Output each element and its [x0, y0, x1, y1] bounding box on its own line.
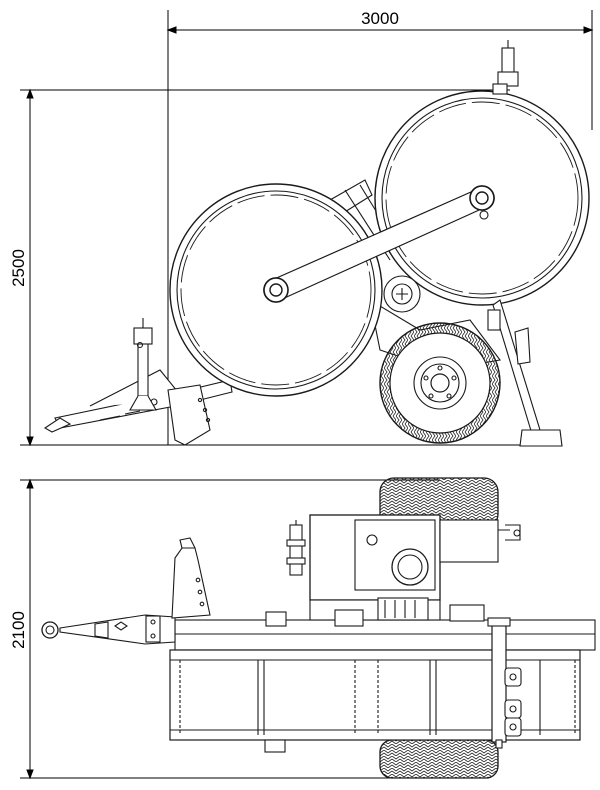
top-tyre-lower	[379, 739, 499, 779]
tow-bar	[43, 318, 233, 446]
drive-assembly	[265, 597, 485, 627]
side-cylinder	[487, 617, 522, 749]
side-view	[43, 40, 590, 447]
hydraulic-block	[286, 520, 306, 576]
dimension-length-label: 3000	[361, 9, 399, 28]
dimension-height-label: 2500	[9, 249, 28, 287]
top-view	[41, 477, 596, 779]
rear-stand	[487, 299, 563, 447]
gearbox-housing	[309, 514, 521, 601]
dimension-2100	[20, 478, 440, 780]
wheel	[379, 322, 501, 444]
link-arm	[263, 185, 495, 303]
dimension-3000	[166, 10, 594, 445]
pulley	[383, 275, 421, 313]
top-cylinder	[492, 40, 519, 95]
chassis	[169, 619, 596, 753]
dimension-width-label: 2100	[9, 611, 28, 649]
top-drawbar	[41, 614, 176, 645]
top-jack	[171, 537, 211, 619]
dimension-2500	[20, 88, 560, 447]
